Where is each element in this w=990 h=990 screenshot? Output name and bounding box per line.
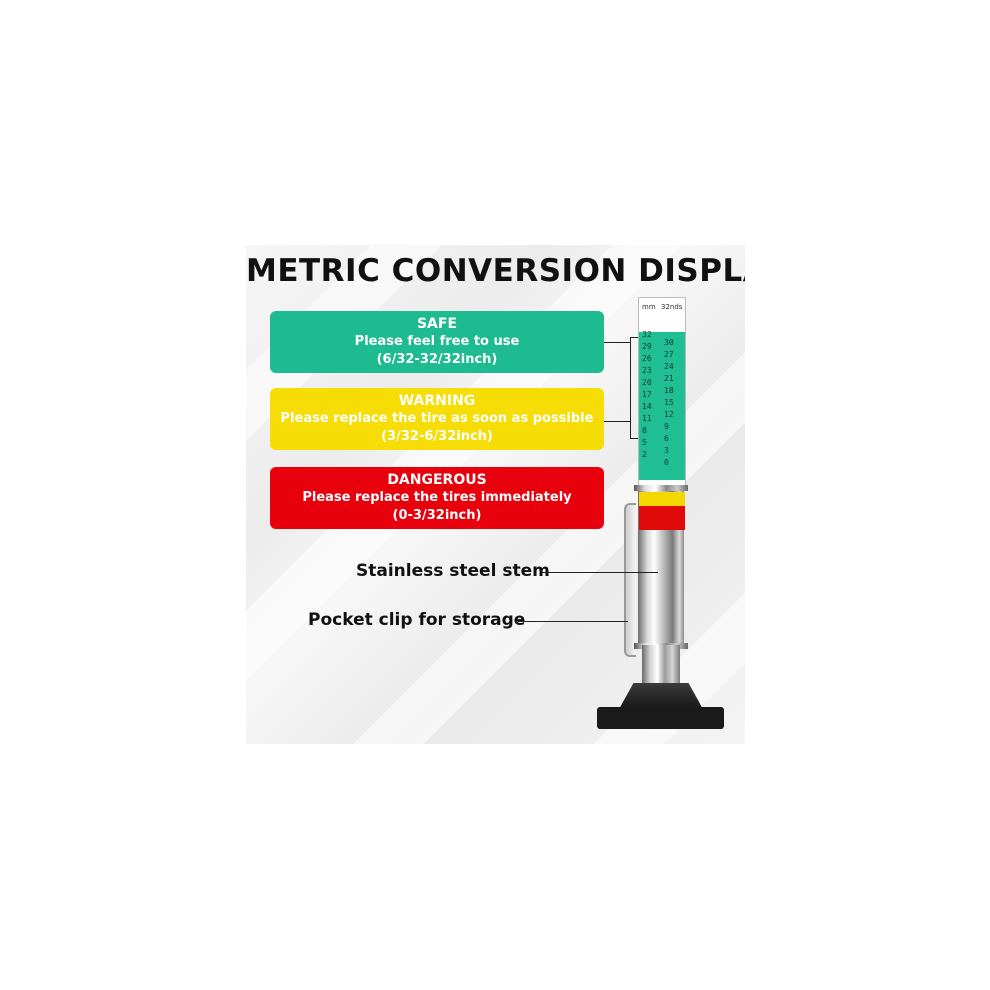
warning-range: (3/32-6/32inch)	[381, 429, 493, 444]
danger-range: (0-3/32inch)	[392, 508, 482, 523]
scale-left-header: mm	[642, 303, 656, 311]
base-block	[618, 683, 704, 711]
warning-connector-line	[604, 421, 630, 422]
page-title: METRIC CONVERSION DISPLAY	[246, 253, 745, 289]
safe-range: (6/32-32/32inch)	[376, 352, 498, 367]
danger-description: Please replace the tires immediately	[302, 490, 572, 505]
base-stem	[642, 645, 680, 687]
scale-left-ticks: 32 29 26 23 20 17 14 11 8 5 2	[642, 330, 652, 459]
pocket-clip	[624, 503, 636, 657]
product-panel: METRIC CONVERSION DISPLAY SAFE Please fe…	[246, 245, 745, 744]
safe-heading: SAFE	[416, 316, 458, 332]
stem-callout: Stainless steel stem	[356, 561, 550, 581]
stem-callout-line	[542, 572, 658, 573]
danger-badge: DANGEROUS Please replace the tires immed…	[270, 467, 604, 529]
scale-right-header: 32nds	[661, 303, 683, 311]
safe-connector-line	[604, 342, 630, 343]
clip-callout-line	[518, 621, 628, 622]
scale-safe-zone	[639, 332, 685, 480]
clip-callout: Pocket clip for storage	[308, 610, 526, 630]
warning-badge: WARNING Please replace the tire as soon …	[270, 388, 604, 450]
measurement-scale	[638, 297, 686, 530]
safe-bracket	[630, 337, 639, 439]
scale-right-ticks: 30 27 24 21 18 15 12 9 6 3 0	[664, 338, 674, 467]
scale-danger-zone	[639, 506, 685, 530]
warning-heading: WARNING	[398, 393, 476, 409]
collar-ring	[634, 485, 688, 491]
safe-badge: SAFE Please feel free to use (6/32-32/32…	[270, 311, 604, 373]
warning-description: Please replace the tire as soon as possi…	[280, 411, 594, 426]
safe-description: Please feel free to use	[354, 334, 520, 349]
scale-warning-zone	[639, 492, 685, 506]
danger-heading: DANGEROUS	[387, 472, 487, 488]
base-foot	[597, 707, 724, 729]
